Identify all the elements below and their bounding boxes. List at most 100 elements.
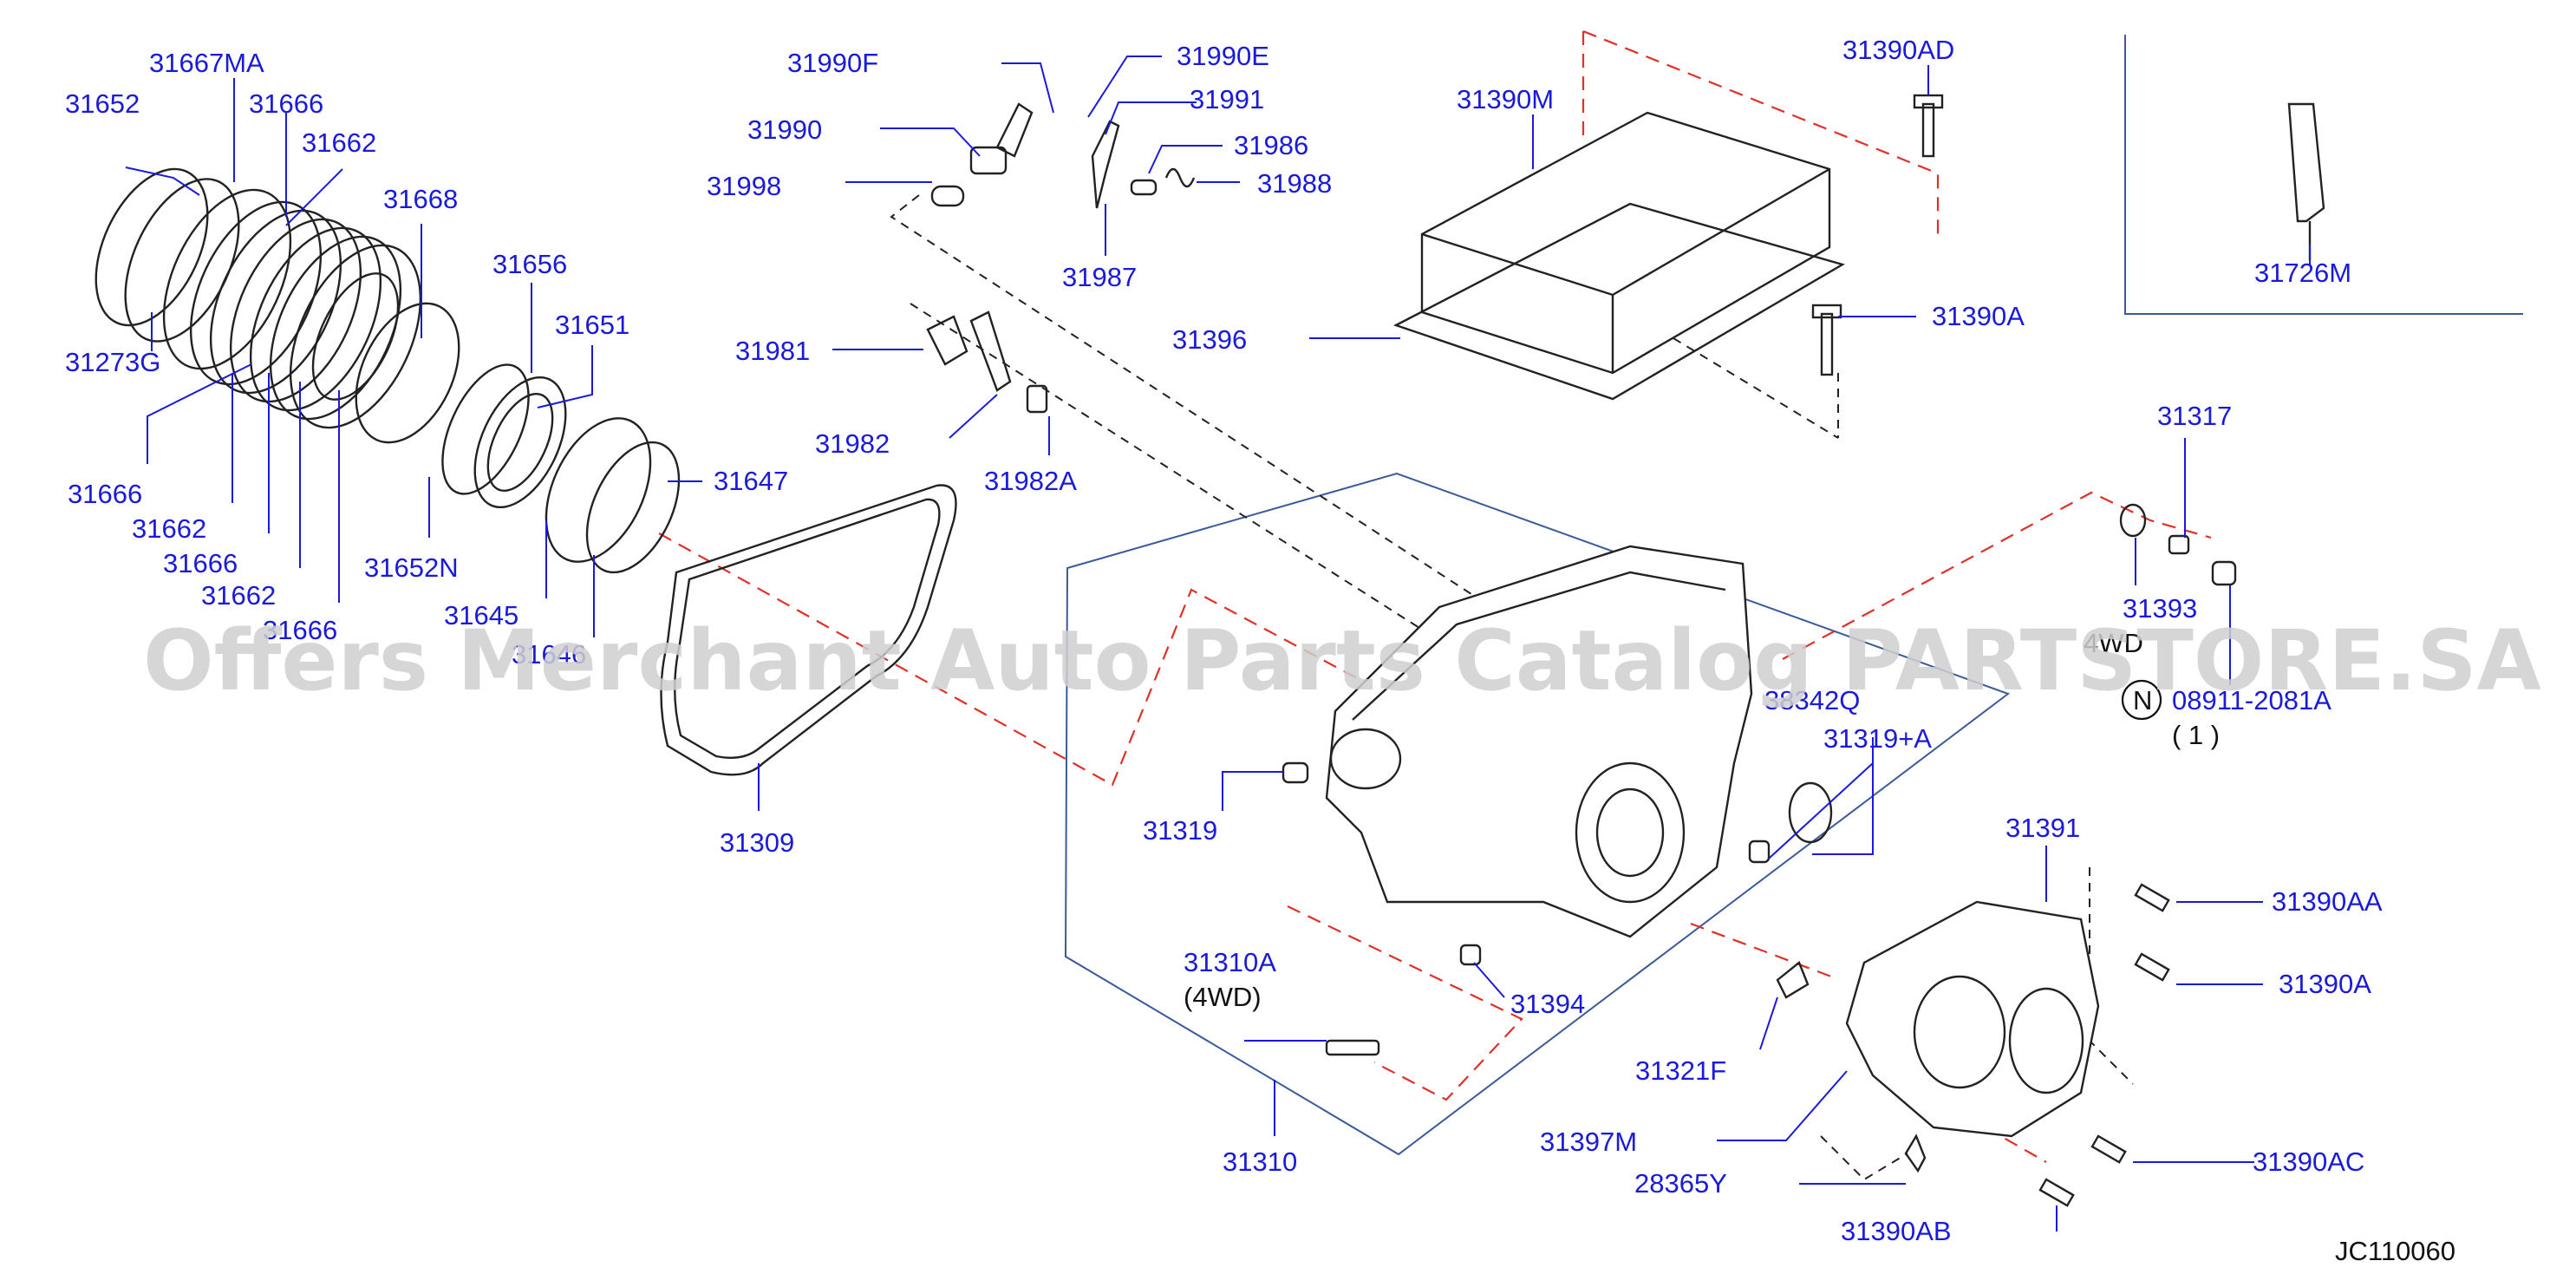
pin-31986	[1130, 179, 1158, 196]
labels[interactable]: 31667MA 31652 31666 31662 31273G 31668 3…	[65, 35, 2455, 1266]
label-31397m[interactable]: 31397M	[1540, 1127, 1637, 1157]
dowel-31310a	[1325, 1039, 1380, 1056]
label-31998[interactable]: 31998	[707, 171, 781, 201]
case-group-outline	[1064, 472, 2011, 1156]
lead-31990	[880, 127, 981, 157]
lead-31991	[1105, 101, 1197, 135]
label-31987[interactable]: 31987	[1062, 262, 1137, 292]
snap-ring-31652n	[441, 363, 530, 495]
case-bore	[1575, 761, 1686, 904]
lead-31397m	[1717, 1070, 1848, 1141]
label-31982[interactable]: 31982	[815, 428, 890, 459]
lead-31321f	[1759, 996, 1778, 1050]
leader-lines	[125, 56, 2311, 1231]
bolt-31390a-2	[2134, 952, 2170, 982]
cover-bore-1	[1913, 975, 2006, 1089]
label-31982a[interactable]: 31982A	[984, 466, 1077, 496]
spring-31656	[473, 376, 567, 509]
snap-ring-31273g	[124, 178, 240, 343]
label-31393[interactable]: 31393	[2123, 593, 2197, 624]
label-31991[interactable]: 31991	[1190, 84, 1264, 114]
label-31396[interactable]: 31396	[1172, 324, 1247, 355]
label-31666-d[interactable]: 31666	[263, 615, 337, 645]
seal-31647	[585, 441, 681, 574]
lead-31662a	[285, 168, 343, 226]
lead-31394	[1473, 962, 1505, 998]
bracket-31981	[926, 315, 968, 366]
label-31310[interactable]: 31310	[1223, 1147, 1297, 1177]
label-31390ad[interactable]: 31390AD	[1842, 35, 1954, 65]
label-28365y[interactable]: 28365Y	[1634, 1168, 1727, 1199]
label-31988[interactable]: 31988	[1257, 168, 1332, 199]
seal-31319a	[1788, 781, 1833, 844]
label-31645[interactable]: 31645	[444, 600, 518, 630]
label-31666-c[interactable]: 31666	[163, 548, 238, 578]
pan-dash	[1673, 337, 1839, 439]
plate-1	[189, 200, 323, 386]
lead-31990e	[1087, 56, 1162, 118]
oil-pan-top-edge	[1421, 167, 1830, 297]
lead-31651	[537, 345, 593, 408]
case-port	[1329, 728, 1402, 790]
gasket-shape	[660, 484, 957, 776]
label-31668[interactable]: 31668	[383, 184, 458, 214]
label-31662-a[interactable]: 31662	[302, 127, 376, 158]
label-31390ab[interactable]: 31390AB	[1841, 1216, 1952, 1246]
ring-31668	[355, 302, 460, 444]
label-31646[interactable]: 31646	[512, 639, 586, 670]
bolt-31390ad	[1921, 102, 1935, 158]
dipstick-31726m	[2287, 102, 2325, 223]
snap-ring-31652	[95, 167, 209, 327]
label-31986[interactable]: 31986	[1234, 130, 1308, 160]
label-31273g[interactable]: 31273G	[65, 347, 160, 377]
small-parts-drawing	[2119, 503, 2237, 586]
label-31321f[interactable]: 31321F	[1635, 1055, 1726, 1086]
lead-31319	[1222, 771, 1283, 811]
diagram-code: JC110060	[2335, 1236, 2455, 1266]
label-31391[interactable]: 31391	[2005, 813, 2080, 843]
bolt-31390ac	[2090, 1134, 2127, 1164]
label-31666-a[interactable]: 31666	[249, 88, 323, 119]
label-08911-2081a[interactable]: 08911-2081A	[2172, 685, 2331, 715]
note-4wd-paren: (4WD)	[1184, 982, 1262, 1012]
label-31981[interactable]: 31981	[735, 336, 810, 366]
label-31647[interactable]: 31647	[714, 466, 788, 496]
label-31990e[interactable]: 31990E	[1177, 41, 1269, 71]
label-31726m[interactable]: 31726M	[2254, 258, 2351, 288]
label-38342q[interactable]: 38342Q	[1764, 685, 1860, 715]
label-31990[interactable]: 31990	[747, 114, 822, 145]
label-31390aa[interactable]: 31390AA	[2272, 886, 2383, 917]
label-31651[interactable]: 31651	[555, 310, 629, 340]
label-31309[interactable]: 31309	[720, 827, 794, 858]
label-31319[interactable]: 31319	[1143, 815, 1217, 846]
piston-31645	[545, 417, 652, 563]
lead-31990f	[1001, 62, 1054, 114]
label-31317[interactable]: 31317	[2157, 401, 2232, 431]
lead-31666b	[147, 363, 252, 464]
label-31394[interactable]: 31394	[1510, 989, 1585, 1019]
label-31667ma[interactable]: 31667MA	[149, 48, 264, 78]
label-31652[interactable]: 31652	[65, 88, 140, 119]
label-31662-b[interactable]: 31662	[132, 513, 206, 544]
label-31652n[interactable]: 31652N	[364, 552, 459, 583]
label-31390ac[interactable]: 31390AC	[2253, 1147, 2364, 1177]
label-31666-b[interactable]: 31666	[68, 479, 142, 509]
detent-lever	[969, 146, 1008, 175]
group-outlines	[1064, 35, 2523, 1156]
label-31662-c[interactable]: 31662	[201, 580, 276, 611]
gasket-31309-drawing	[660, 484, 957, 776]
label-31656[interactable]: 31656	[492, 249, 567, 279]
label-31310a[interactable]: 31310A	[1184, 947, 1276, 977]
note-4wd: 4WD	[2084, 628, 2143, 658]
bolt-31390ab	[2038, 1178, 2075, 1207]
case-body	[1325, 545, 1753, 938]
plug-38342q	[1748, 839, 1771, 864]
label-31319a[interactable]: 31319+A	[1823, 723, 1932, 754]
label-31390m[interactable]: 31390M	[1457, 84, 1554, 114]
label-31990f[interactable]: 31990F	[787, 48, 878, 78]
label-31390a-2[interactable]: 31390A	[2279, 969, 2371, 999]
plate-4	[249, 226, 382, 412]
label-31390a[interactable]: 31390A	[1932, 301, 2025, 331]
bracket-31982	[969, 310, 1012, 392]
